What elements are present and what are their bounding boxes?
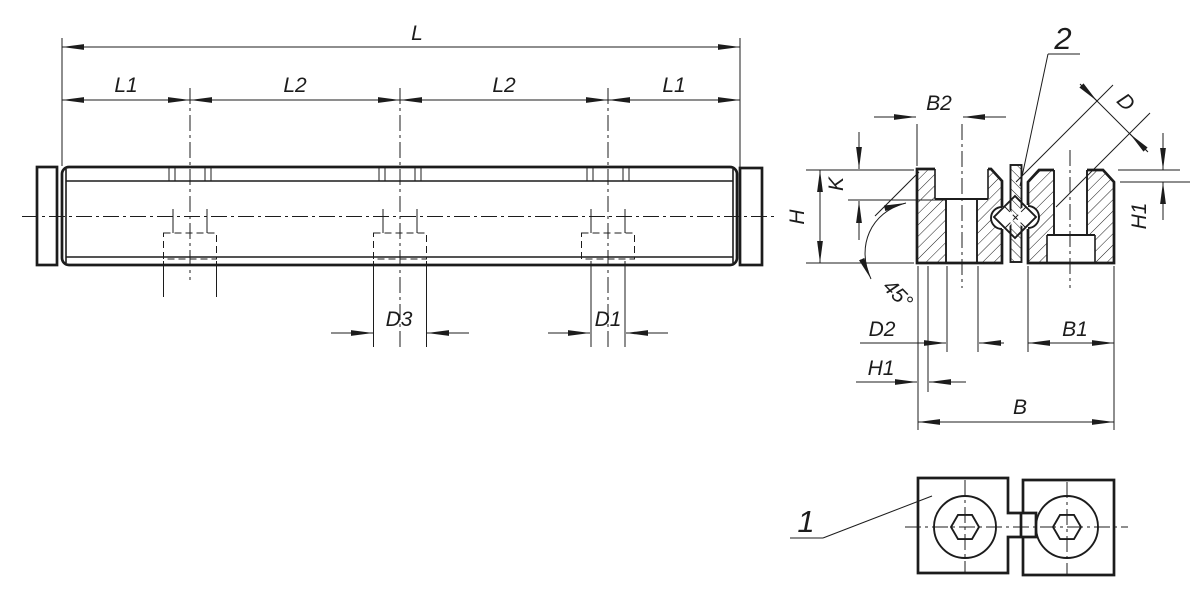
left-hex-socket xyxy=(949,513,981,541)
part-1-label: 1 xyxy=(797,504,814,539)
dim-label-45deg: 45° xyxy=(878,275,917,314)
dim-label-B: B xyxy=(1013,396,1027,419)
left-rail-outline xyxy=(915,167,1004,265)
dim-total-width: B xyxy=(917,266,1115,430)
front-view: L L1 L2 L2 L1 D3 D1 xyxy=(22,22,778,347)
dim-label-D: D xyxy=(1112,89,1139,116)
section-view: B2 D K H 45° xyxy=(786,21,1190,430)
dim-contact-angle: 45° xyxy=(859,171,920,314)
dim-label-L1-left: L1 xyxy=(114,74,137,97)
dim-edge-to-axis: B2 xyxy=(874,92,1006,166)
part-2-label: 2 xyxy=(1053,21,1071,56)
top-view: 1 xyxy=(790,476,1128,577)
dim-label-H1-right: H1 xyxy=(1128,203,1151,230)
rolling-ball xyxy=(992,194,1038,240)
dim-hole-spacing-chain: L1 L2 L2 L1 xyxy=(62,74,740,103)
dim-label-D2: D2 xyxy=(869,318,896,341)
mounting-hole-3 xyxy=(581,88,635,347)
dim-label-H1-bottom: H1 xyxy=(868,357,895,380)
dim-step-height-right: H1 xyxy=(1118,133,1190,229)
dim-label-L1-right: L1 xyxy=(662,74,685,97)
dim-label-K: K xyxy=(825,176,848,191)
dim-label-L2-left: L2 xyxy=(283,74,307,97)
dim-step-height-bottom: H1 xyxy=(856,266,966,392)
dim-label-L: L xyxy=(411,22,423,45)
dim-label-B2: B2 xyxy=(926,92,952,115)
dim-label-L2-right: L2 xyxy=(492,74,516,97)
callout-part-2: 2 xyxy=(1019,21,1080,187)
dim-hole-dia: D1 xyxy=(548,308,668,336)
mounting-hole-1 xyxy=(163,88,217,297)
dim-rail-height: H xyxy=(786,169,914,264)
callout-part-1: 1 xyxy=(790,495,933,539)
dim-counterbore-depth: K xyxy=(825,132,946,240)
dim-block-width: B1 xyxy=(1027,266,1114,352)
dim-overall-length: L xyxy=(61,22,741,167)
dim-label-D1: D1 xyxy=(595,308,622,331)
dim-bore-dia: D2 xyxy=(860,266,1004,352)
right-rail-outline xyxy=(1026,168,1116,265)
mounting-hole-2 xyxy=(373,88,427,347)
dim-label-D3: D3 xyxy=(386,308,413,331)
dim-counterbore-dia: D3 xyxy=(331,308,469,336)
dim-label-H: H xyxy=(786,209,809,225)
dim-label-B1: B1 xyxy=(1062,318,1088,341)
